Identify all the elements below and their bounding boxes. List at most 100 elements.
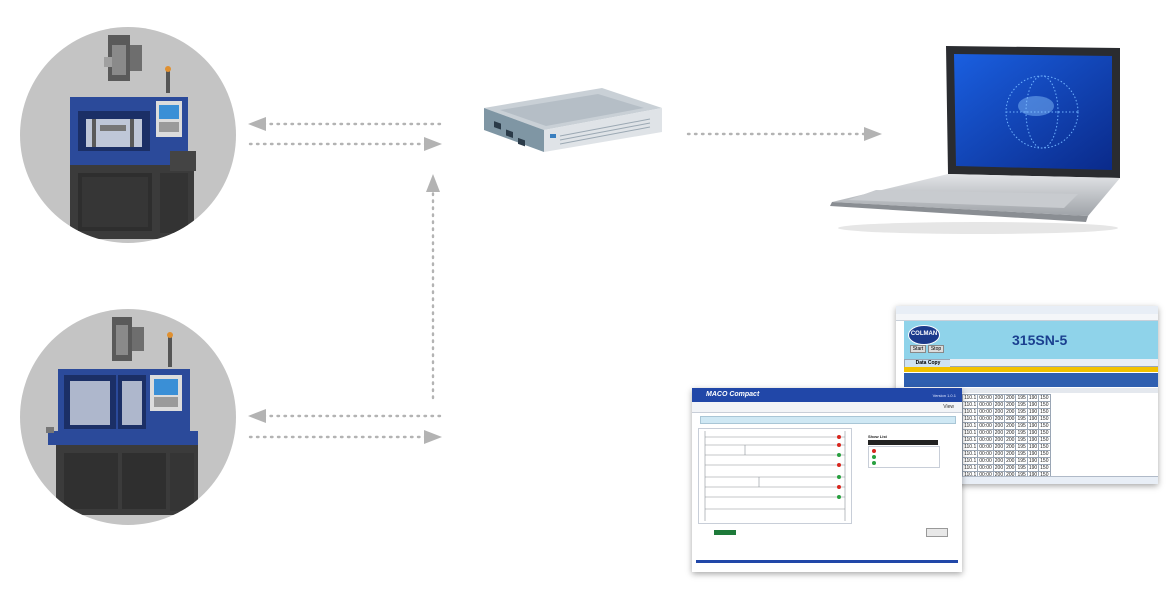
excel-cell: 00:00: [977, 429, 994, 437]
excel-cell: 190: [1026, 429, 1040, 437]
excel-cell: 150: [1038, 422, 1051, 430]
maco-button[interactable]: [926, 528, 948, 537]
maco-compact-screenshot: MACO Compact Version 1.0.1 View: [692, 388, 962, 572]
colman-logo-text: COLMAN: [910, 331, 938, 337]
excel-cell: 200: [992, 408, 1006, 416]
excel-cell: 195: [1015, 436, 1028, 444]
excel-cell: 00:00: [977, 415, 994, 423]
ladder-diagram-panel: [698, 428, 852, 524]
excel-cell: 195: [1015, 450, 1028, 458]
machine-top-circle: [20, 27, 236, 243]
arrow-head-right-bottom: [424, 430, 442, 444]
excel-cell: 110.1: [962, 457, 979, 465]
status-list-title: Show List: [868, 434, 887, 439]
excel-cell: 190: [1026, 422, 1040, 430]
excel-cell: 195: [1015, 401, 1028, 409]
excel-cell: 200: [992, 429, 1006, 437]
excel-cell: 200: [1004, 450, 1017, 458]
excel-column-header: [896, 314, 1158, 321]
excel-param-header: [950, 359, 1158, 367]
excel-cell: 200: [1004, 408, 1017, 416]
excel-cell: 200: [992, 457, 1006, 465]
excel-cell: 200: [992, 422, 1006, 430]
excel-cell: 200: [992, 415, 1006, 423]
excel-cell: 110.1: [962, 415, 979, 423]
maco-footer-bar: [696, 560, 958, 563]
excel-cell: 200: [1004, 464, 1017, 472]
excel-cell: 00:00: [977, 443, 994, 451]
status-list: [868, 446, 940, 468]
excel-cell: 00:00: [977, 394, 994, 402]
colman-logo: COLMAN: [908, 325, 940, 345]
excel-cell: 150: [1038, 429, 1051, 437]
excel-cell: 200: [1004, 443, 1017, 451]
arrow-head-left-bottom: [248, 409, 266, 423]
excel-cell: 150: [1038, 415, 1051, 423]
excel-cell: 00:00: [977, 422, 994, 430]
view-label[interactable]: View: [943, 404, 954, 410]
excel-cell: 200: [1004, 422, 1017, 430]
excel-cell: 190: [1026, 450, 1040, 458]
excel-cell: 150: [1038, 450, 1051, 458]
excel-cell: 200: [1004, 394, 1017, 402]
excel-cell: 110.1: [962, 394, 979, 402]
arrow-head-left-top: [248, 117, 266, 131]
maco-toolbar: View: [692, 402, 962, 413]
excel-cell: 190: [1026, 457, 1040, 465]
excel-cell: 195: [1015, 429, 1028, 437]
excel-cell: 190: [1026, 415, 1040, 423]
maco-version: Version 1.0.1: [932, 393, 956, 398]
machine-model-title: 315SN-5: [1012, 332, 1068, 348]
start-button[interactable]: Start: [910, 345, 926, 353]
maco-status-indicator: [714, 530, 736, 535]
excel-cell: 200: [1004, 457, 1017, 465]
excel-cell: 200: [992, 450, 1006, 458]
excel-cell: 190: [1026, 443, 1040, 451]
excel-cell: 190: [1026, 436, 1040, 444]
status-list-header: [868, 440, 938, 445]
excel-cell: 110.1: [962, 422, 979, 430]
excel-highlight-row: [904, 367, 1158, 372]
network-switch-icon: [480, 82, 666, 172]
excel-cell: 110.1: [962, 436, 979, 444]
machine-bottom-icon: [46, 317, 198, 515]
machine-top-icon: [70, 35, 196, 239]
machine-bottom-circle: [20, 309, 236, 525]
maco-title: MACO Compact: [706, 391, 760, 398]
arrow-head-up: [426, 174, 440, 192]
excel-cell: 200: [1004, 415, 1017, 423]
laptop-icon: [828, 40, 1134, 240]
excel-cell: 150: [1038, 408, 1051, 416]
excel-cell: 110.1: [962, 464, 979, 472]
arrow-head-right-top: [424, 137, 442, 151]
excel-cell: 00:00: [977, 457, 994, 465]
excel-cell: 195: [1015, 394, 1028, 402]
excel-cell: 110.1: [962, 401, 979, 409]
arrow-head-right-laptop: [864, 127, 882, 141]
excel-cell: 200: [1004, 436, 1017, 444]
excel-cell: 200: [1004, 429, 1017, 437]
excel-sheet-tabs: [896, 476, 1158, 484]
excel-cell: 195: [1015, 457, 1028, 465]
excel-cell: 200: [992, 443, 1006, 451]
maco-title-bar: MACO Compact Version 1.0.1: [692, 388, 962, 402]
excel-cell: 00:00: [977, 408, 994, 416]
excel-cell: 150: [1038, 443, 1051, 451]
stop-button[interactable]: Stop: [928, 345, 944, 353]
excel-cell: 00:00: [977, 464, 994, 472]
excel-cell: 195: [1015, 464, 1028, 472]
excel-cell: 200: [1004, 401, 1017, 409]
excel-cell: 190: [1026, 401, 1040, 409]
excel-cell: 200: [992, 464, 1006, 472]
excel-cell: 00:00: [977, 401, 994, 409]
excel-cell: 150: [1038, 464, 1051, 472]
excel-cell: 195: [1015, 415, 1028, 423]
excel-cell: 200: [992, 394, 1006, 402]
excel-header-area: [904, 321, 1158, 359]
excel-cell: 150: [1038, 436, 1051, 444]
excel-dark-row: [904, 373, 1158, 387]
excel-cell: 195: [1015, 408, 1028, 416]
excel-cell: 110.1: [962, 429, 979, 437]
excel-unit-row: [904, 388, 1158, 393]
